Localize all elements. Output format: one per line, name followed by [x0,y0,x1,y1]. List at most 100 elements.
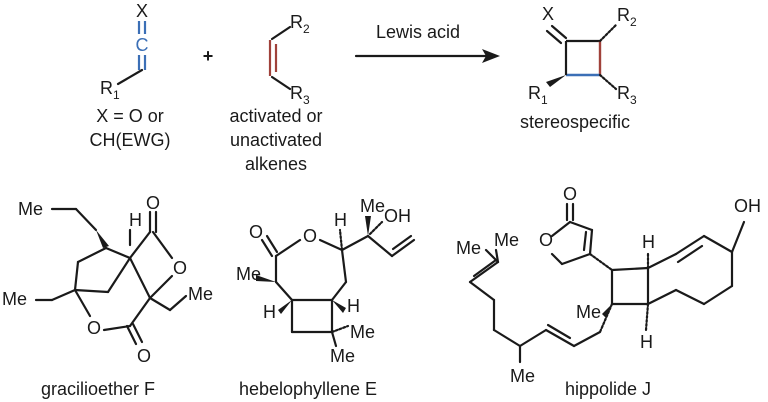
g-ring-a4 [106,256,132,294]
g-lac2-1 [73,288,92,318]
h-co-1 [260,238,274,258]
gracilioether-h: H [129,210,142,230]
hj-chain-7 [468,280,496,302]
h-bond-oh [368,220,384,236]
product-r2-hash [598,23,618,43]
product-cx-bond-1 [550,24,568,40]
g-lac1-4 [128,256,152,300]
product-r1-wedge [546,75,566,87]
h-wedge-me-top [365,216,371,236]
hj-lac-5 [568,220,594,232]
hj-hex-1 [646,252,678,270]
gracilioether-o-bottom: O [137,346,151,366]
hebelophyllene-me-top: Me [360,196,385,216]
h-bond-h-top [338,228,344,252]
hebelophyllene-oh: OH [384,206,411,226]
hj-lac-2 [550,252,564,266]
hj-chain-1 [598,302,614,334]
alkene-r2-label: R2 [290,12,310,36]
product-x-atom: X [542,4,554,24]
ketene-r1-bond [116,68,144,86]
h-side-1 [340,234,370,252]
ketene-note-line1: X = O or [96,106,164,126]
hj-chain-9 [494,248,500,264]
product-r1-label: R1 [528,83,548,107]
hj-chain-10 [484,248,500,264]
hj-chain-3 [544,328,576,348]
hj-chain-3b [546,323,572,340]
h-co-2 [265,234,279,254]
g-bond-ethyl-right-2 [168,294,188,312]
product-cx-bond-2 [545,29,563,45]
h-wedge-me-left [256,275,276,282]
hebelophyllene-h-right: H [347,296,360,316]
g-lac2-2 [102,324,132,332]
g-ring-a2 [73,260,80,292]
g-lac1-2 [151,230,174,260]
g-lac1-3 [148,274,174,300]
hebelophyllene-me-left: Me [236,264,261,284]
g-lac2-co-1 [125,324,138,346]
hippolide-o-ring: O [539,230,553,250]
hippolide-j-structure: O O H OH H Me Me [456,184,761,399]
plus-sign: + [203,46,214,66]
gracilioether-me-right: Me [188,284,213,304]
alkene-r2-bond [270,25,292,41]
hj-hex-3 [702,234,734,254]
h-bond-me-bottom [330,330,338,348]
hippolide-me-3: Me [576,302,601,322]
product-r3-hash [598,73,618,91]
reaction-arrow-head [482,49,500,63]
product-r3-label: R3 [617,83,637,107]
hippolide-me-2: Me [494,230,519,250]
gracilioether-name: gracilioether F [41,379,155,399]
gracilioether-f-structure: Me H O O Me Me O O gracilioether F [2,193,213,399]
ketene-note-line2: CH(EWG) [90,130,171,150]
product-structure: X R2 R3 R1 stereospecific [520,4,637,132]
g-ring-a5 [104,246,132,260]
hebelophyllene-o-ring: O [303,226,317,246]
hj-ch2-1 [730,220,746,254]
hj-cb-top [610,266,650,272]
g-lac1-1 [128,230,152,260]
h-wedge-h-left [278,300,292,314]
h-bond-me-right [330,324,350,334]
product-note: stereospecific [520,112,630,132]
ketene-c-atom: C [136,35,149,55]
product-r2-label: R2 [617,5,637,29]
g-ring-a1 [76,246,108,264]
hj-lac-3 [560,252,592,266]
hj-lac-1 [550,220,572,238]
g-bond-ethyl-left [50,288,77,302]
hj-bond-h-bottom [644,302,650,332]
h-ring-1 [274,238,302,258]
h-vinyl-2 [390,238,416,258]
hippolide-me-chain: Me [510,366,535,386]
hippolide-h-top: H [642,232,655,252]
hebelophyllene-me-right: Me [350,322,375,342]
h-ring-6 [274,280,294,302]
hebelophyllene-name: hebelophyllene E [239,379,377,399]
hebelophyllene-o-carbonyl: O [249,222,263,242]
gracilioether-me-top: Me [18,199,43,219]
gracilioether-o-ring-right: O [173,258,187,278]
g-ring-a3 [73,288,110,294]
hippolide-me-1: Me [456,238,481,258]
hj-bond-lac-cb [588,252,614,272]
h-ring-3 [340,248,348,284]
h-ring-2 [318,238,344,252]
h-vinyl-3 [391,234,413,251]
alkene-note-line3: alkenes [245,154,307,174]
h-ring-4 [330,280,348,302]
hebelophyllene-h-left: H [263,302,276,322]
gracilioether-me-left: Me [2,289,27,309]
hippolide-name: hippolide J [565,379,651,399]
hebelophyllene-e-structure: O O H Me OH Me H H Me Me hebelophyllene [236,196,416,399]
g-bond-ethyl-top [74,207,98,232]
g-lac2-co-2 [131,322,144,344]
hj-hex-7 [646,288,678,306]
alkene-structure: R2 R3 activated or unactivated alkenes [229,12,322,174]
alkene-note-line1: activated or [229,106,322,126]
hj-chain-8 [468,260,500,284]
